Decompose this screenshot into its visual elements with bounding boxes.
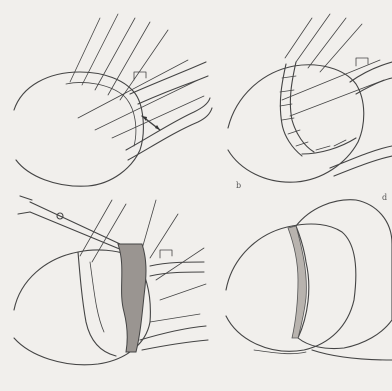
panel-d-label: d xyxy=(382,193,387,202)
panel-b-label: b xyxy=(236,181,241,190)
